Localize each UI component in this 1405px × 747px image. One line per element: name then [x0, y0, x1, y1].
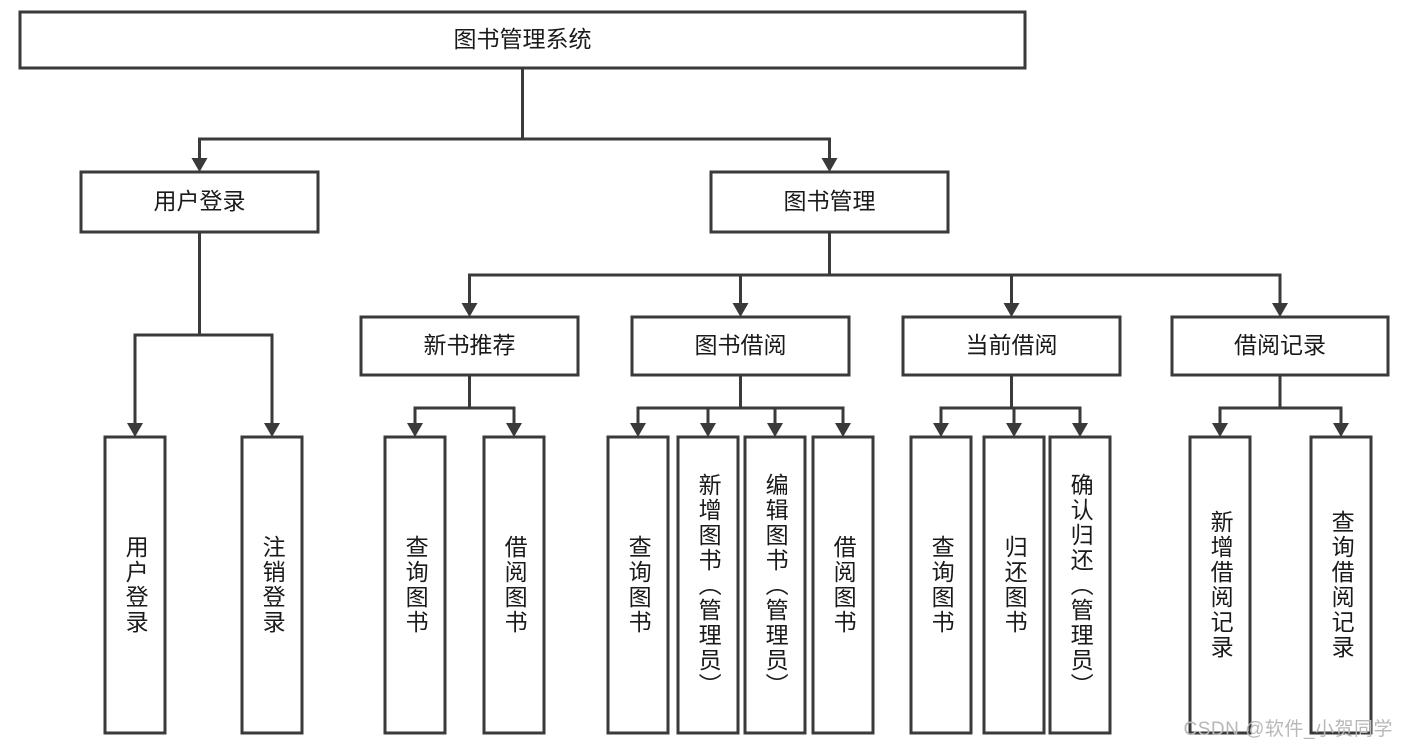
- connector-layer: [127, 66, 1349, 437]
- arrow-当前借阅-leaf-0: [933, 406, 949, 437]
- arrow-图书借阅-leaf-0: [630, 406, 646, 437]
- arrow-用户登录-leaf-1: [264, 333, 280, 437]
- node-box-layer: [18, 10, 1390, 735]
- node-leaf-12[interactable]: [1309, 435, 1373, 735]
- node-leaf-10[interactable]: [1048, 435, 1112, 735]
- arrow-新书推荐-leaf-1: [506, 406, 522, 437]
- arrow-图书借阅-leaf-2: [767, 406, 783, 437]
- node-root-图书管理系统[interactable]: [18, 10, 1027, 70]
- arrow-借阅记录-leaf-0: [1212, 406, 1228, 437]
- node-level2-用户登录[interactable]: [79, 170, 320, 234]
- node-level3-label-0: 新书推荐: [424, 332, 516, 358]
- node-level2-图书管理[interactable]: [709, 170, 950, 234]
- arrow-bookmgmt-to-level3-0: [461, 273, 478, 317]
- arrow-当前借阅-leaf-1: [1006, 406, 1022, 437]
- arrow-借阅记录-leaf-1: [1333, 406, 1349, 437]
- arrow-bookmgmt-to-level3-3: [1272, 273, 1288, 317]
- node-level3-label-1: 图书借阅: [695, 332, 787, 358]
- node-leaf-5[interactable]: [676, 435, 740, 735]
- node-level2-label-1: 图书管理: [784, 188, 876, 214]
- node-leaf-9[interactable]: [982, 435, 1046, 735]
- node-leaf-6[interactable]: [743, 435, 807, 735]
- node-root-label: 图书管理系统: [454, 26, 592, 52]
- node-level2-label-0: 用户登录: [154, 188, 246, 214]
- node-level3-label-3: 借阅记录: [1234, 332, 1326, 358]
- node-level3-新书推荐[interactable]: [359, 315, 580, 377]
- arrow-图书借阅-leaf-3: [835, 406, 851, 437]
- node-leaf-11[interactable]: [1188, 435, 1252, 735]
- arrow-root-to-level2-0: [191, 137, 208, 172]
- node-leaf-8[interactable]: [909, 435, 973, 735]
- node-leaf-3[interactable]: [482, 435, 546, 735]
- node-level3-借阅记录[interactable]: [1170, 315, 1390, 377]
- arrow-当前借阅-leaf-2: [1072, 406, 1088, 437]
- csdn-watermark: CSDN @软件_小贺同学: [1183, 719, 1393, 740]
- node-level3-当前借阅[interactable]: [901, 315, 1122, 377]
- node-leaf-0[interactable]: [103, 435, 167, 735]
- arrow-图书借阅-leaf-1: [700, 406, 716, 437]
- arrow-新书推荐-leaf-0: [407, 406, 423, 437]
- node-level3-label-2: 当前借阅: [966, 332, 1058, 358]
- node-leaf-2[interactable]: [383, 435, 447, 735]
- node-leaf-4[interactable]: [606, 435, 670, 735]
- node-level3-图书借阅[interactable]: [630, 315, 851, 377]
- arrow-bookmgmt-to-level3-2: [1003, 273, 1020, 317]
- arrow-用户登录-leaf-0: [127, 333, 143, 437]
- node-leaf-1[interactable]: [240, 435, 304, 735]
- node-leaf-7[interactable]: [811, 435, 875, 735]
- arrow-bookmgmt-to-level3-1: [732, 273, 749, 317]
- arrow-root-to-level2-1: [821, 137, 838, 172]
